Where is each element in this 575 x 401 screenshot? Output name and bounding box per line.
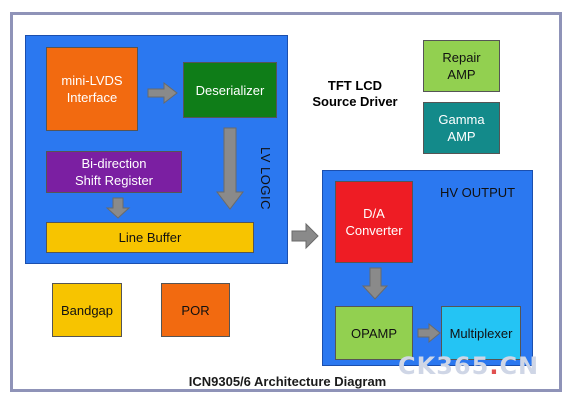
gamma-amp-line2: AMP bbox=[447, 129, 476, 144]
title-line1: TFT LCD bbox=[327, 78, 383, 93]
repair-amp-line1: Repair bbox=[442, 50, 481, 65]
por-block: POR bbox=[161, 283, 230, 337]
multiplexer-label: Multiplexer bbox=[449, 325, 513, 341]
deserializer-block: Deserializer bbox=[183, 62, 277, 118]
da-converter-line2: Converter bbox=[345, 223, 403, 238]
da-converter-line1: D/A bbox=[363, 206, 385, 221]
diagram-title: TFT LCD Source Driver bbox=[300, 78, 410, 110]
da-converter-block: D/A Converter bbox=[335, 181, 413, 263]
opamp-block: OPAMP bbox=[335, 306, 413, 360]
repair-amp-line2: AMP bbox=[447, 67, 476, 82]
watermark: CK365.CN bbox=[398, 352, 539, 380]
diagram-caption: ICN9305/6 Architecture Diagram bbox=[188, 374, 387, 389]
gamma-amp-line1: Gamma bbox=[438, 112, 485, 127]
arrow-shift-to-linebuffer bbox=[105, 197, 131, 219]
watermark-dot: . bbox=[489, 352, 500, 380]
title-line2: Source Driver bbox=[312, 94, 398, 109]
mini-lvds-line2: Interface bbox=[66, 90, 118, 105]
gamma-amp-block: Gamma AMP bbox=[423, 102, 500, 154]
line-buffer-label: Line Buffer bbox=[118, 230, 182, 245]
shift-register-block: Bi-direction Shift Register bbox=[46, 151, 182, 193]
line-buffer-block: Line Buffer bbox=[46, 222, 254, 253]
lv-logic-label: LV LOGIC bbox=[258, 147, 273, 211]
shift-register-line2: Shift Register bbox=[74, 173, 154, 188]
arrow-opamp-to-mux bbox=[417, 322, 441, 344]
hv-output-label: HV OUTPUT bbox=[440, 185, 516, 200]
deserializer-label: Deserializer bbox=[195, 82, 265, 98]
repair-amp-block: Repair AMP bbox=[423, 40, 500, 92]
bandgap-label: Bandgap bbox=[60, 302, 114, 318]
arrow-lv-to-hv bbox=[291, 222, 319, 250]
opamp-label: OPAMP bbox=[351, 325, 397, 341]
shift-register-line1: Bi-direction bbox=[81, 156, 147, 171]
watermark-main: CK365 bbox=[398, 352, 490, 380]
arrow-lvds-to-deserializer bbox=[147, 81, 178, 105]
mini-lvds-line1: mini-LVDS bbox=[61, 73, 123, 88]
por-label: POR bbox=[181, 302, 210, 318]
arrow-deserializer-to-linebuffer bbox=[215, 127, 245, 210]
bandgap-block: Bandgap bbox=[52, 283, 122, 337]
arrow-da-to-opamp bbox=[361, 267, 389, 300]
multiplexer-block: Multiplexer bbox=[441, 306, 521, 360]
watermark-tld: CN bbox=[499, 352, 540, 380]
mini-lvds-interface-block: mini-LVDS Interface bbox=[46, 47, 138, 131]
